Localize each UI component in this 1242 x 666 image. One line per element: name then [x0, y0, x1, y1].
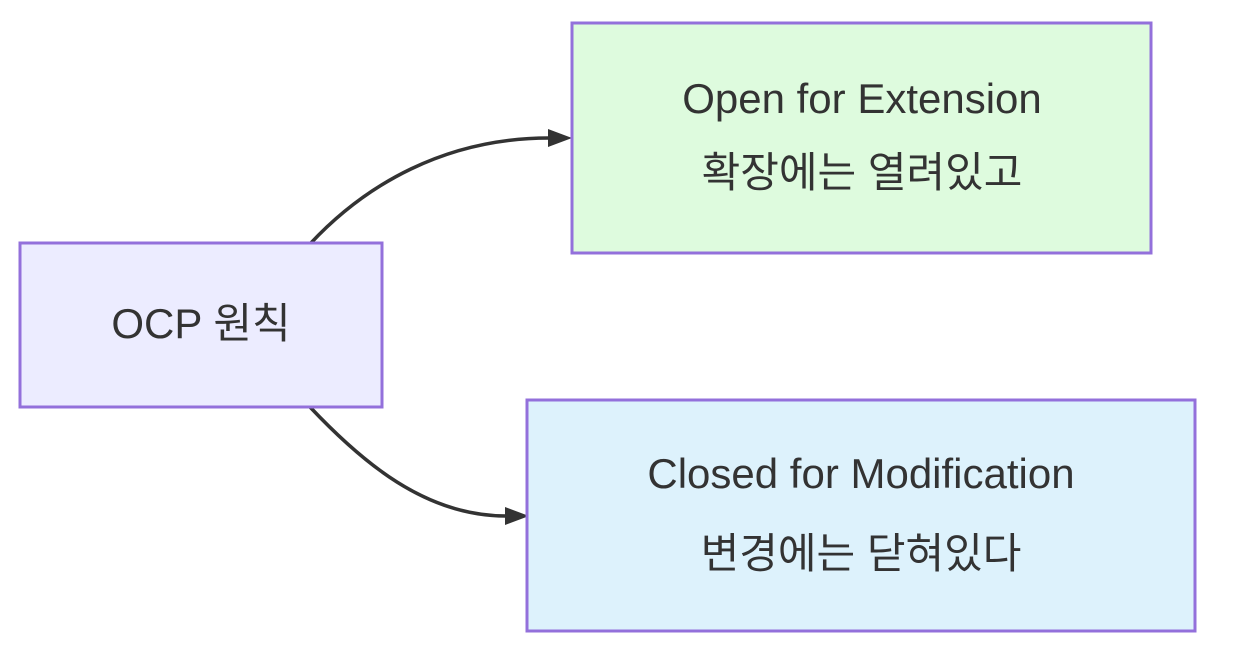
- node-modification-box: [525, 398, 1197, 633]
- node-root: OCP 원칙: [18, 241, 384, 409]
- edge-root-to-modification-line: [308, 405, 508, 518]
- node-modification: Closed for Modification 변경에는 닫혀있다: [525, 398, 1197, 633]
- node-root-box: [18, 241, 384, 409]
- node-extension-label-ko: 확장에는 열려있고: [702, 149, 1023, 196]
- edge-root-to-extension: [308, 129, 572, 246]
- node-modification-label-ko: 변경에는 닫혀있다: [701, 530, 1022, 577]
- node-extension-label-en: Open for Extension: [682, 75, 1042, 122]
- arrowhead-modification-icon: [505, 507, 529, 525]
- edge-root-to-extension-line: [308, 136, 551, 246]
- node-extension: Open for Extension 확장에는 열려있고: [570, 21, 1153, 255]
- node-modification-label-en: Closed for Modification: [647, 450, 1074, 497]
- node-root-label: OCP 원칙: [111, 300, 290, 347]
- edge-root-to-modification: [308, 405, 529, 525]
- arrowhead-extension-icon: [548, 129, 572, 147]
- node-extension-box: [570, 21, 1153, 255]
